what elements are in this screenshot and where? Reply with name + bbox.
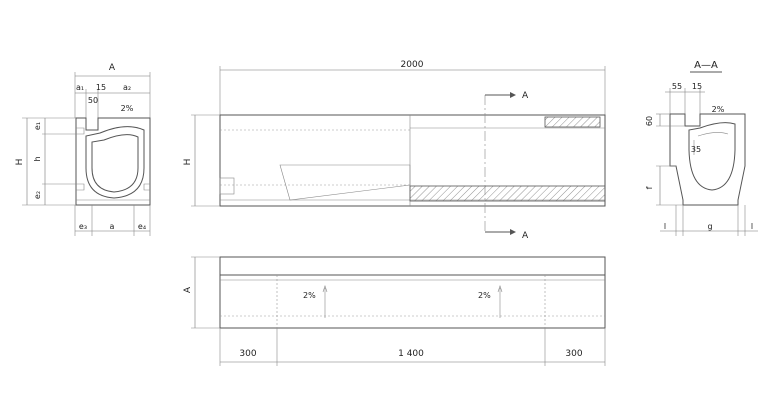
dim-label-e4: e₄ [138, 222, 146, 231]
section-title: A—A [694, 60, 718, 71]
side-view: 2000 H A A [183, 60, 606, 241]
section-mark-bottom: A [522, 231, 529, 241]
slope-label-left: 2% [303, 291, 316, 300]
dim-label-a: a [110, 222, 115, 231]
dim-label-A-top: A [183, 286, 193, 293]
slope-label-section: 2% [712, 105, 725, 114]
dim-label-e1: e₁ [33, 122, 42, 130]
section-channel [688, 122, 736, 191]
dim-label-55: 55 [672, 82, 682, 91]
dim-label-g: g [707, 222, 712, 231]
top-body-outline [219, 256, 606, 329]
dim-label-l-left: l [664, 222, 666, 231]
front-channel-outer [85, 126, 145, 199]
front-view: A a₁ 15 a₂ 50 2% H e₁ h e₂ [15, 63, 151, 236]
dim-label-15-section: 15 [692, 82, 702, 91]
dim-label-H-side: H [183, 159, 193, 166]
section-view: A—A 55 15 2% 35 60 f l g l [645, 60, 758, 236]
dim-label-a1: a₁ [76, 83, 84, 92]
top-view: 2% 2% A 300 1 400 300 [183, 256, 606, 366]
dim-label-l-right: l [751, 222, 753, 231]
dim-label-f: f [645, 186, 654, 189]
section-body-outline [669, 113, 746, 206]
front-body-outline [75, 117, 151, 206]
dim-label-300-right: 300 [565, 349, 582, 359]
dim-label-e3: e₃ [79, 222, 87, 231]
dim-label-1400: 1 400 [398, 349, 424, 359]
front-channel-inner [91, 134, 139, 193]
hatch-top [544, 116, 601, 128]
hatch-bottom [409, 185, 606, 202]
slope-label-right: 2% [478, 291, 491, 300]
dim-label-h: h [33, 156, 42, 161]
side-internal-profile [279, 164, 411, 201]
dim-label-15: 15 [96, 83, 106, 92]
side-body-outline [219, 114, 606, 207]
dim-label-60: 60 [645, 116, 654, 126]
slope-label-front: 2% [121, 104, 134, 113]
dim-label-a2: a₂ [123, 83, 131, 92]
dim-label-A: A [109, 63, 116, 73]
dim-label-35: 35 [691, 145, 701, 154]
dim-label-H-front: H [15, 159, 25, 166]
section-mark-top: A [522, 91, 529, 101]
dim-label-50: 50 [88, 96, 98, 105]
dim-label-e2: e₂ [33, 191, 42, 199]
dim-label-2000: 2000 [401, 60, 424, 70]
dim-label-300-left: 300 [239, 349, 256, 359]
